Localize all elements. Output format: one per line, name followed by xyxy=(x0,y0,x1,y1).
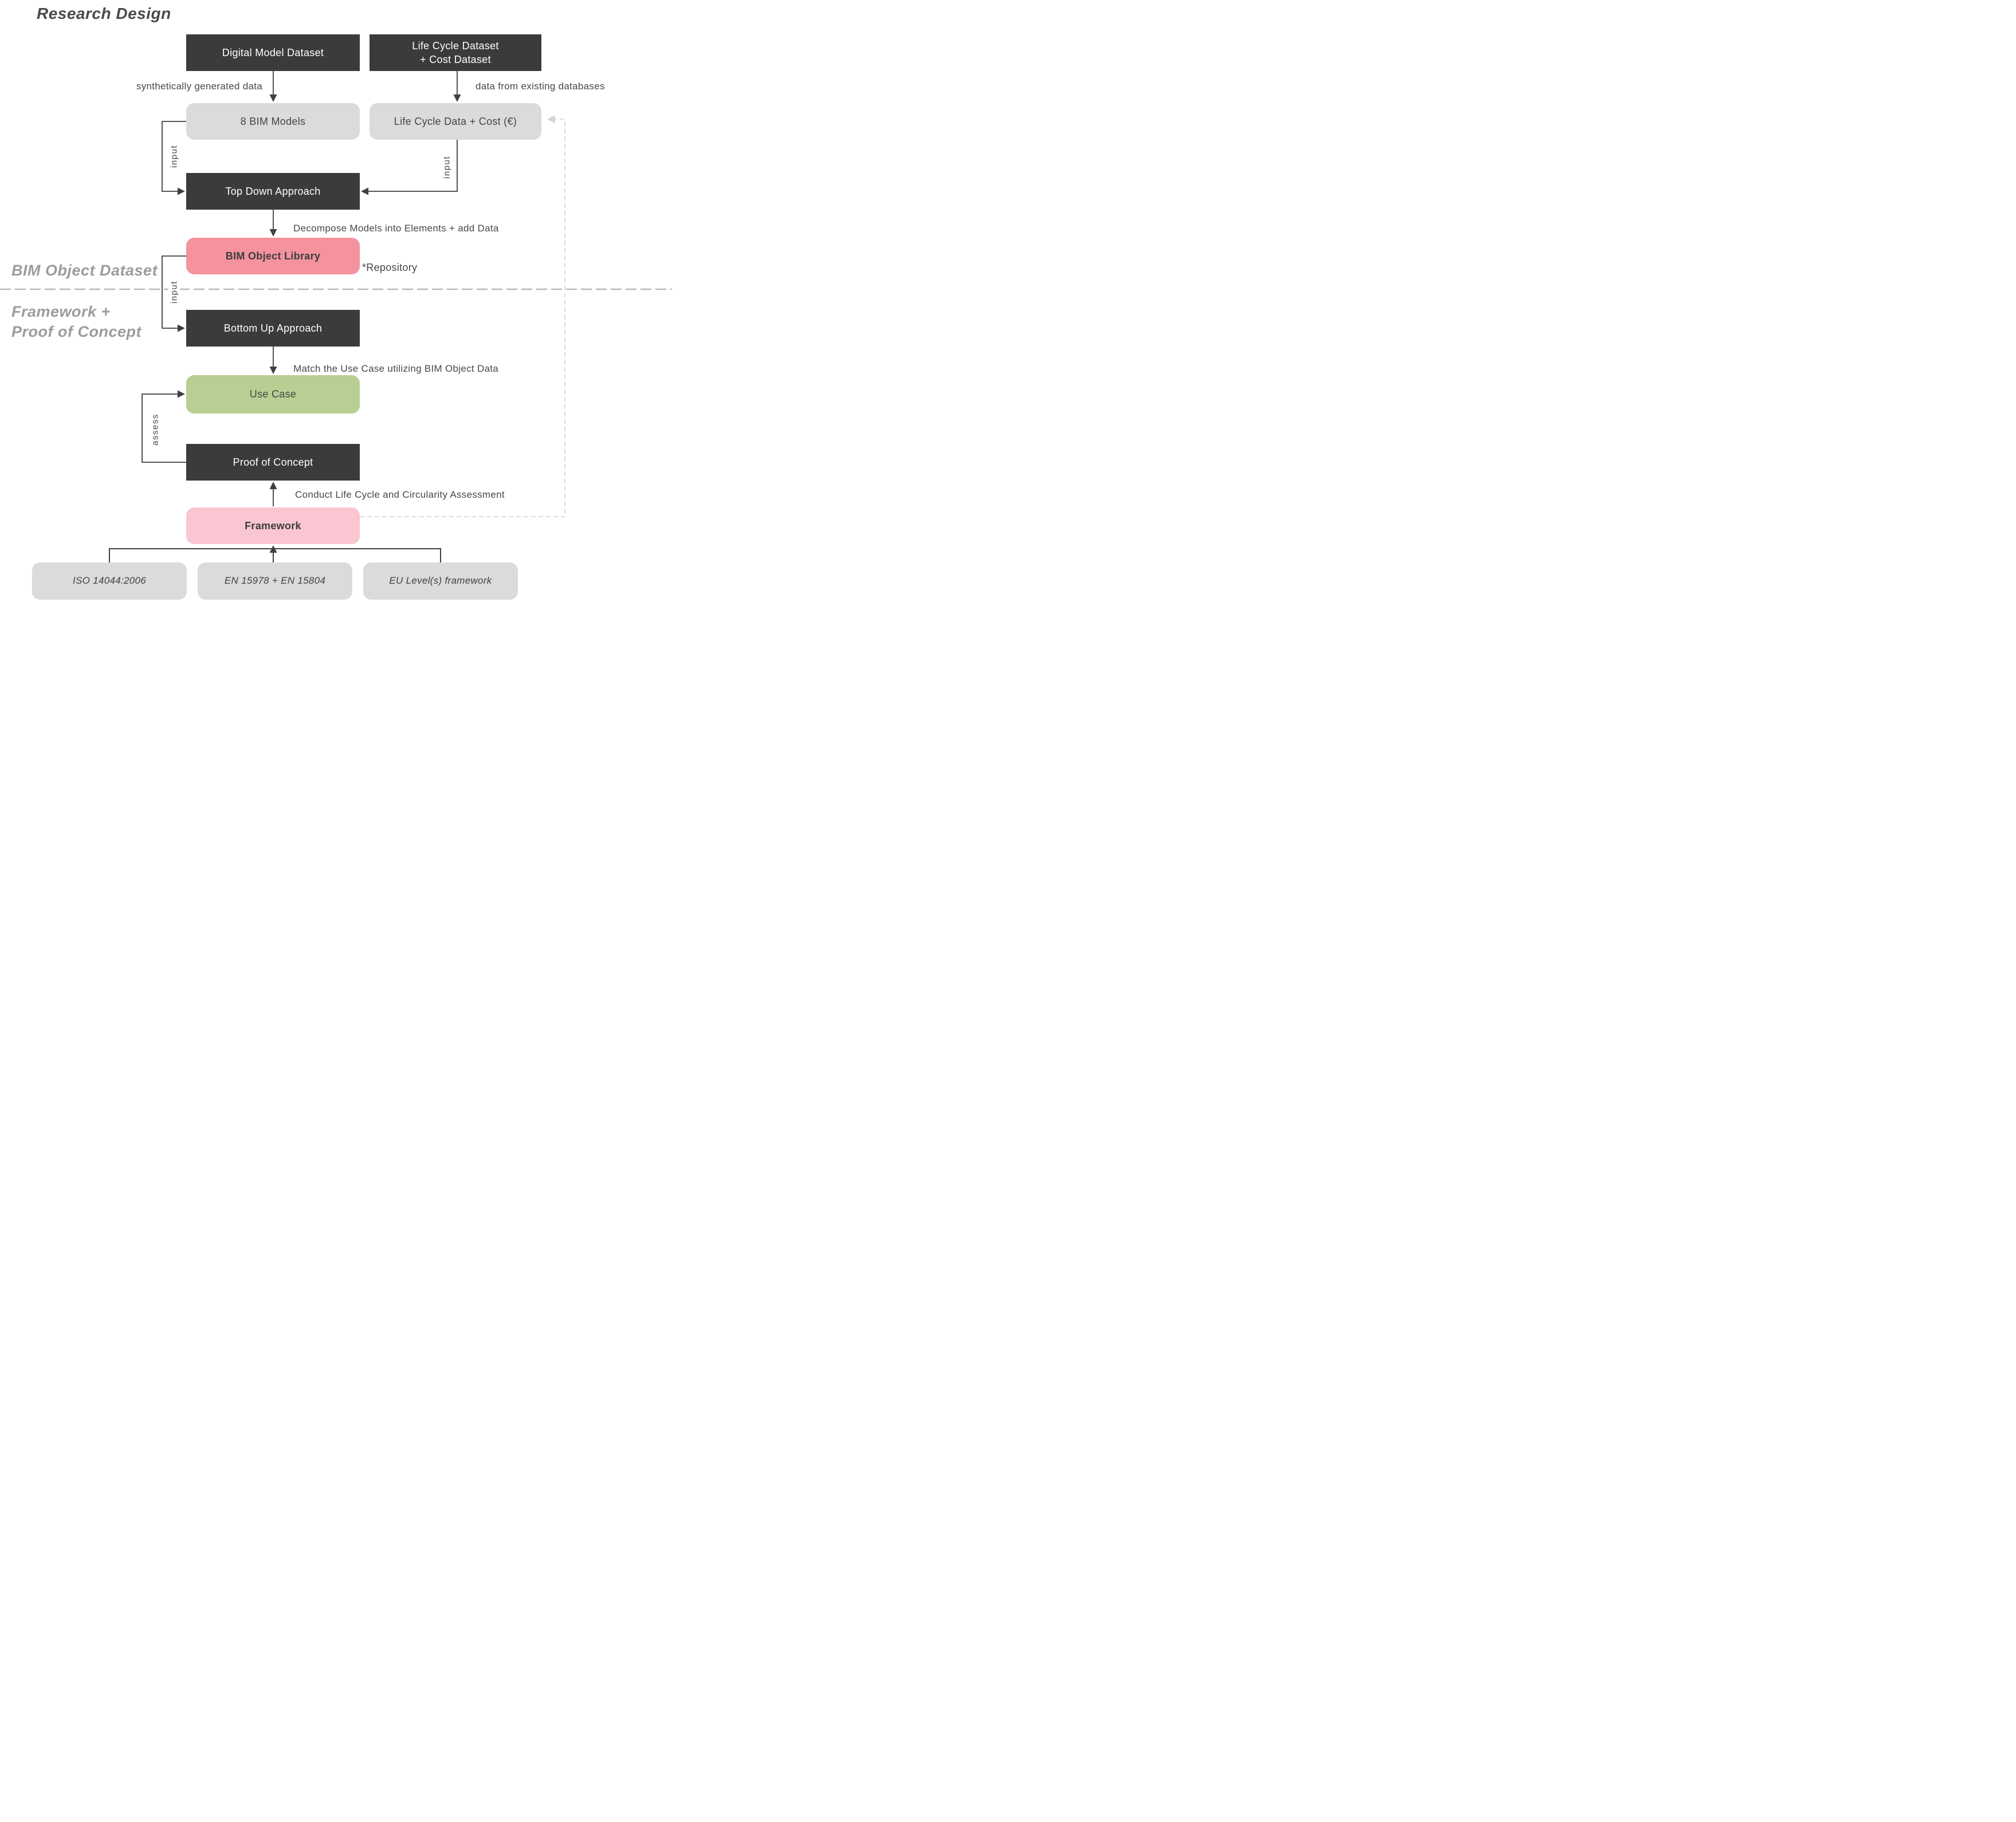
node-bim-models: 8 BIM Models xyxy=(186,103,360,140)
connector-layer xyxy=(0,71,672,562)
section-label-framework-line2: Proof of Concept xyxy=(11,323,142,340)
page-title: Research Design xyxy=(37,5,171,22)
node-life-cycle-cost-dataset: Life Cycle Dataset + Cost Dataset xyxy=(370,34,541,71)
node-bottom-up-approach: Bottom Up Approach xyxy=(186,310,360,347)
label-assess: assess xyxy=(149,410,162,449)
node-use-case: Use Case xyxy=(186,375,360,414)
label-data-from-existing-databases: data from existing databases xyxy=(475,81,605,92)
research-design-diagram: Research Design BIM Object Dataset Frame… xyxy=(0,0,672,607)
label-input-library: input xyxy=(168,277,180,308)
node-iso-14044: ISO 14044:2006 xyxy=(32,562,187,600)
node-top-down-approach: Top Down Approach xyxy=(186,173,360,210)
node-life-cycle-data-cost: Life Cycle Data + Cost (€) xyxy=(370,103,541,140)
section-label-bim-object-dataset: BIM Object Dataset xyxy=(11,262,158,279)
node-digital-model-dataset: Digital Model Dataset xyxy=(186,34,360,71)
feedback-dashed-connector xyxy=(360,115,565,517)
label-decompose-models: Decompose Models into Elements + add Dat… xyxy=(293,223,499,234)
label-conduct-assessment: Conduct Life Cycle and Circularity Asses… xyxy=(295,489,505,500)
node-bim-object-library: BIM Object Library xyxy=(186,238,360,274)
input-bracket-library-to-bottom-up xyxy=(162,255,186,332)
label-input-right: input xyxy=(441,152,453,183)
label-synthetically-generated-data: synthetically generated data xyxy=(136,81,262,92)
node-proof-of-concept: Proof of Concept xyxy=(186,444,360,481)
label-match-use-case: Match the Use Case utilizing BIM Object … xyxy=(293,363,499,374)
label-input-left: input xyxy=(168,141,180,172)
input-line-lifecycle-data-to-top-down xyxy=(361,140,458,195)
label-repository: *Repository xyxy=(362,262,418,273)
standards-connector-rail xyxy=(109,548,441,562)
node-framework: Framework xyxy=(186,507,360,544)
input-bracket-bim-models-to-top-down xyxy=(162,121,186,195)
node-en-15978-15804: EN 15978 + EN 15804 xyxy=(198,562,352,600)
assess-bracket-poc-to-use-case xyxy=(142,390,186,463)
node-eu-levels-framework: EU Level(s) framework xyxy=(363,562,518,600)
section-label-framework-line1: Framework + xyxy=(11,303,111,320)
